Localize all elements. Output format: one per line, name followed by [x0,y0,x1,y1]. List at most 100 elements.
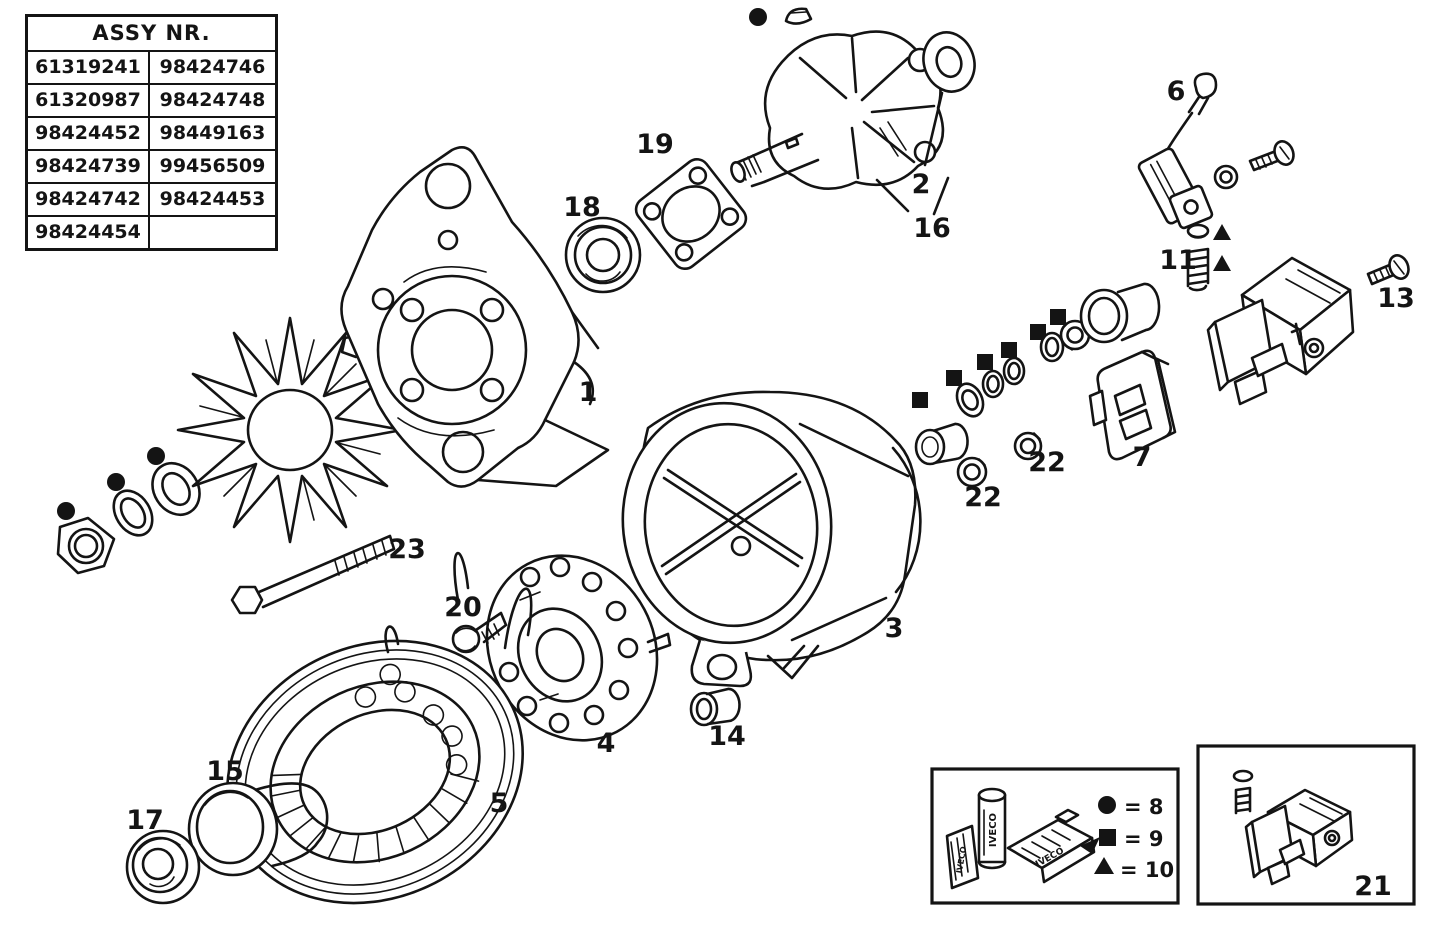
callout-11: 11 [1159,245,1197,276]
brush-screw [1248,140,1295,172]
part-number: 61319241 [28,52,150,83]
legend-box: IVECO IVECO IVECO = 8 = 9 = 10 [930,767,1180,905]
iveco-grease-packages: IVECO IVECO IVECO [945,787,1100,890]
spring [1234,786,1252,815]
assy-table-header: ASSY NR. [28,17,275,52]
callout-19: 19 [636,129,674,160]
dot-marker-8 [749,8,767,26]
table-row: 98424742 98424453 [28,184,275,217]
nut-22-a [956,456,988,488]
part-number: 99456509 [159,155,266,177]
callout-22: 22 [964,482,1002,513]
woodruff-key [784,7,813,25]
rotor-washer [922,31,976,93]
terminal-block [1088,349,1177,461]
collar-15 [187,781,329,877]
part-number: 98424742 [28,184,150,215]
callout-4: 4 [597,728,616,759]
washer [1039,331,1065,363]
insulator-bushing-small [914,422,969,466]
washer [112,489,154,537]
triangle-marker-10 [1094,857,1114,874]
front-bracket [340,146,610,488]
regulator-kit-box [1196,744,1416,906]
part-number: 98424453 [159,188,266,210]
brush-lead-terminal [1193,72,1218,100]
ring [981,369,1005,399]
callout-22: 22 [1028,447,1066,478]
part-number [150,217,275,248]
callout-6: 6 [1167,76,1186,107]
triangle-marker-10 [1213,224,1231,240]
brush-assembly [1137,72,1218,230]
part-number: 98424748 [159,89,266,111]
brush-spring [1186,223,1231,292]
rectifier-screw [451,611,508,654]
rear-housing [621,390,922,688]
callout-3: 3 [885,613,904,644]
callout-20: 20 [444,592,482,623]
callout-1: 1 [579,377,598,408]
part-number: 98449163 [159,122,266,144]
leader-line [875,91,950,216]
square-marker-9 [1099,829,1116,846]
table-row: 61320987 98424748 [28,85,275,118]
table-row: 61319241 98424746 [28,52,275,85]
ring [1002,356,1026,386]
part-number: 98424454 [28,217,150,248]
insulator-bushing [689,687,741,727]
dot-marker-8 [57,502,75,520]
through-bolt [230,534,396,615]
output-bushing [1079,282,1161,344]
bracket-ear-hole [441,430,485,474]
bearing-retainer-plate [634,157,748,271]
voltage-regulator [1206,256,1355,406]
square-marker-9 [1001,342,1017,358]
callout-7: 7 [1133,442,1152,473]
part-number: 98424746 [159,56,266,78]
rectifier [485,554,672,742]
part-number: 98424452 [28,118,150,149]
terminal-hardware-chain [912,282,1161,466]
square-marker-9 [1050,309,1066,325]
callout-21: 21 [1354,871,1392,902]
callout-2: 2 [912,169,931,200]
dot-marker-8 [1098,796,1116,814]
table-row: 98424739 99456509 [28,151,275,184]
callout-23: 23 [388,534,426,565]
part-number: 98424739 [28,151,150,182]
front-bearing [564,216,642,294]
brand-text: IVECO [988,813,999,847]
callout-13: 13 [1377,283,1415,314]
square-marker-9 [977,354,993,370]
callout-5: 5 [490,788,509,819]
stator-leads [453,551,533,650]
dot-marker-8 [147,447,165,465]
square-marker-9 [912,392,928,408]
rear-bearing [125,829,201,905]
brush-nut [1213,164,1239,190]
triangle-marker-10 [1213,255,1231,271]
callout-15: 15 [206,756,244,787]
legend-triangle-label: = 10 [1120,858,1174,882]
spring-cap [1232,769,1254,783]
collar [151,462,201,516]
rotor [730,7,976,216]
callout-14: 14 [708,721,746,752]
kit-regulator [1244,788,1354,886]
bracket-ear-hole [424,162,472,210]
callout-18: 18 [563,192,601,223]
square-marker-9 [946,370,962,386]
dot-marker-8 [107,473,125,491]
callout-16: 16 [913,213,951,244]
square-marker-9 [1030,324,1046,340]
legend-dot-label: = 8 [1124,795,1164,819]
pulley-nut [56,516,116,575]
callout-17: 17 [126,805,164,836]
assy-number-table: ASSY NR. 61319241 98424746 61320987 9842… [25,14,278,251]
arrow-icon [1080,837,1100,854]
nut-22-b [1013,431,1043,461]
part-number: 61320987 [28,85,150,116]
